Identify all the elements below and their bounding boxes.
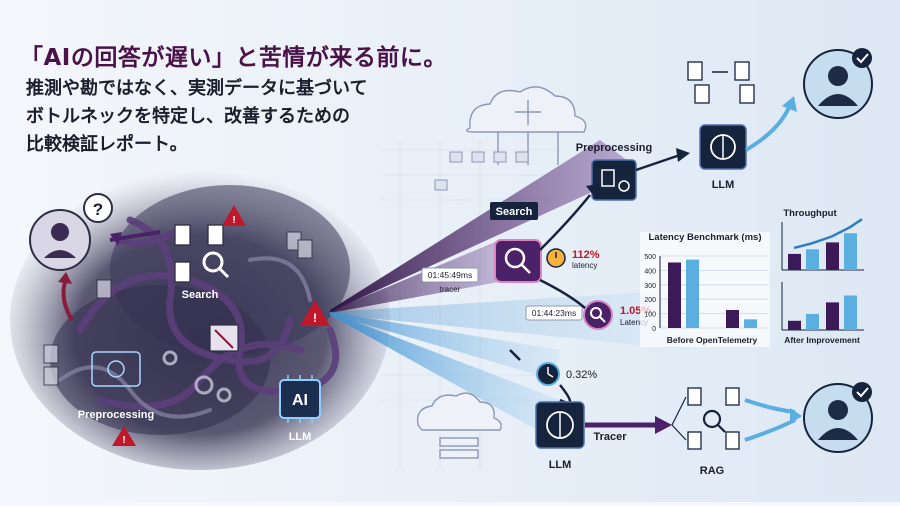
latency-bar-1 (686, 259, 699, 328)
warning-icon: ! (300, 300, 330, 326)
latency-bar-3 (744, 319, 757, 328)
timing-tag-text-1: 01:45:49ms (428, 270, 472, 280)
pct-1-sub: latency (572, 261, 597, 270)
throughput-chart: Throughput (781, 208, 864, 271)
svg-text:!: ! (232, 215, 235, 226)
timing-tag-text-2: 01:44:23ms (532, 308, 576, 318)
arrow (744, 104, 792, 152)
svg-text:?: ? (93, 200, 103, 219)
satisfied-user-icon (803, 48, 873, 119)
latency-ytick-2: 200 (644, 297, 656, 304)
search-latency-node (583, 300, 613, 330)
document-icons-faint (434, 151, 529, 191)
latency-chart-title: Latency Benchmark (ms) (649, 232, 762, 243)
document-icons (43, 231, 313, 386)
subtitle-line-3: 比較検証レポート。 (26, 134, 188, 155)
cloud-server-icon (416, 392, 502, 459)
document-cluster-icon (687, 61, 755, 104)
right-preprocessing-label: Preprocessing (576, 142, 652, 154)
document-search-icon (174, 224, 230, 283)
clock-icon (536, 362, 560, 386)
throughput-bar-3 (844, 233, 857, 270)
gear-icons (162, 350, 232, 403)
latency-bar-0 (668, 262, 681, 328)
rag-search-icon (702, 409, 726, 433)
latency-ytick-1: 100 (644, 312, 656, 319)
satisfied-user-icon (803, 382, 873, 453)
clock-icon (546, 248, 566, 268)
latency-bar-2 (726, 310, 739, 328)
right-llm-top-label: LLM (712, 179, 735, 191)
throughput-bar-2 (826, 242, 839, 270)
subtitle-line-1: 推測や勘ではなく、実測データに基づいて (26, 78, 368, 99)
pct-3: 0.32% (566, 369, 597, 381)
after-bar-0 (788, 320, 801, 330)
headline: 「AIの回答が遅い」と苦情が来る前に。 (20, 45, 447, 71)
after-improvement-chart: After Improvement (781, 282, 864, 345)
latency-chart-xlabel: Before OpenTelemetry (667, 335, 758, 345)
tracer-label: Tracer (593, 431, 627, 443)
ai-chip-icon: AI (279, 375, 321, 423)
rag-label: RAG (700, 465, 724, 477)
subtitle-line-2: ボトルネックを特定し、改善するための (26, 106, 350, 127)
search-node (494, 239, 542, 283)
flow-arrows (509, 153, 681, 405)
light-beams (330, 140, 690, 440)
after-bar-1 (806, 313, 819, 330)
ai-chip-label: AI (292, 392, 308, 409)
left-preprocessing-label: Preprocessing (78, 409, 154, 421)
latency-ytick-5: 500 (644, 254, 656, 261)
warning-icon: ! (222, 205, 246, 226)
throughput-bar-1 (806, 249, 819, 270)
latency-chart: Latency Benchmark (ms) 0100200300400500 … (640, 232, 770, 347)
after-bar-2 (826, 302, 839, 330)
confused-user-icon: ? (29, 193, 113, 271)
left-llm-label: LLM (289, 431, 312, 443)
throughput-bar-0 (788, 253, 801, 270)
timing-tag (525, 305, 583, 321)
left-preprocessing-icon (91, 351, 141, 387)
llm-top-node (699, 124, 747, 170)
clipboard-icon (209, 324, 239, 352)
pct-1: 112% (572, 249, 600, 261)
latency-ytick-0: 0 (652, 326, 656, 333)
svg-text:!: ! (313, 311, 317, 325)
throughput-chart-title: Throughput (783, 208, 837, 219)
left-search-label: Search (182, 289, 219, 301)
after-chart-xlabel: After Improvement (784, 335, 860, 345)
warning-icon: ! (112, 426, 136, 446)
preprocessing-node (591, 159, 637, 201)
right-llm-bottom-label: LLM (549, 459, 572, 471)
timing-tag-sub-1: tracer (440, 285, 461, 294)
after-bar-3 (844, 295, 857, 330)
svg-text:!: ! (122, 435, 125, 446)
right-search-label: Search (496, 206, 533, 218)
search-tag (490, 202, 538, 220)
pct-2-sub: Latency (620, 318, 648, 327)
trend-arrow (793, 218, 863, 250)
latency-ytick-4: 400 (644, 268, 656, 275)
llm-bottom-node (535, 401, 585, 449)
latency-ytick-3: 300 (644, 283, 656, 290)
rag-document-icons (687, 387, 740, 450)
timing-tag (421, 267, 479, 283)
